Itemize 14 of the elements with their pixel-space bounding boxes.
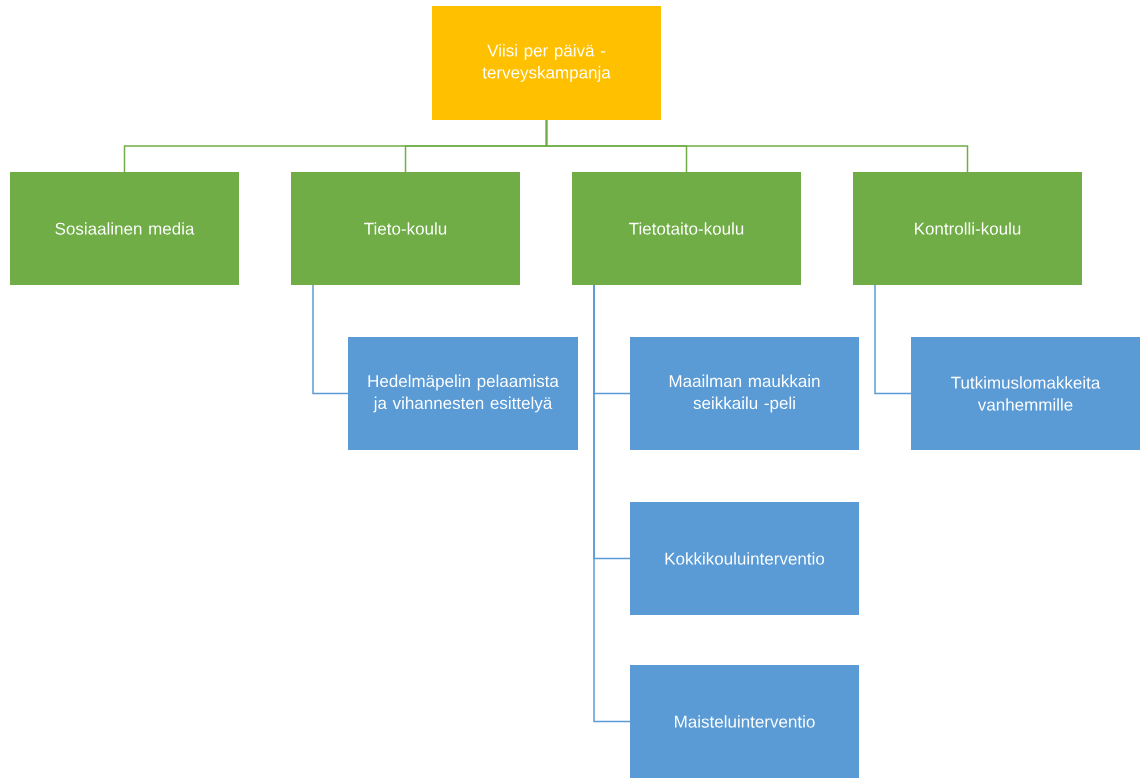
activity-box: Tutkimuslomakkeita vanhemmille <box>911 337 1140 450</box>
activity-box: Maailman maukkain seikkailu -peli <box>630 337 859 450</box>
activity-box: Maisteluinterventio <box>630 665 859 778</box>
connector-line <box>593 284 631 723</box>
activity-box: Kokkikouluinterventio <box>630 502 859 615</box>
category-box: Sosiaalinen media <box>10 172 239 285</box>
category-box: Tieto-koulu <box>291 172 520 285</box>
connector-line <box>312 284 349 395</box>
activity-box: Hedelmäpelin pelaamista ja vihannesten esittelyä <box>348 337 578 450</box>
connector-line <box>545 119 969 173</box>
category-box: Kontrolli-koulu <box>853 172 1082 285</box>
title-box: Viisi per päivä -terveyskampanja <box>432 6 661 120</box>
connector-line <box>874 284 912 395</box>
category-box: Tietotaito-koulu <box>572 172 801 285</box>
